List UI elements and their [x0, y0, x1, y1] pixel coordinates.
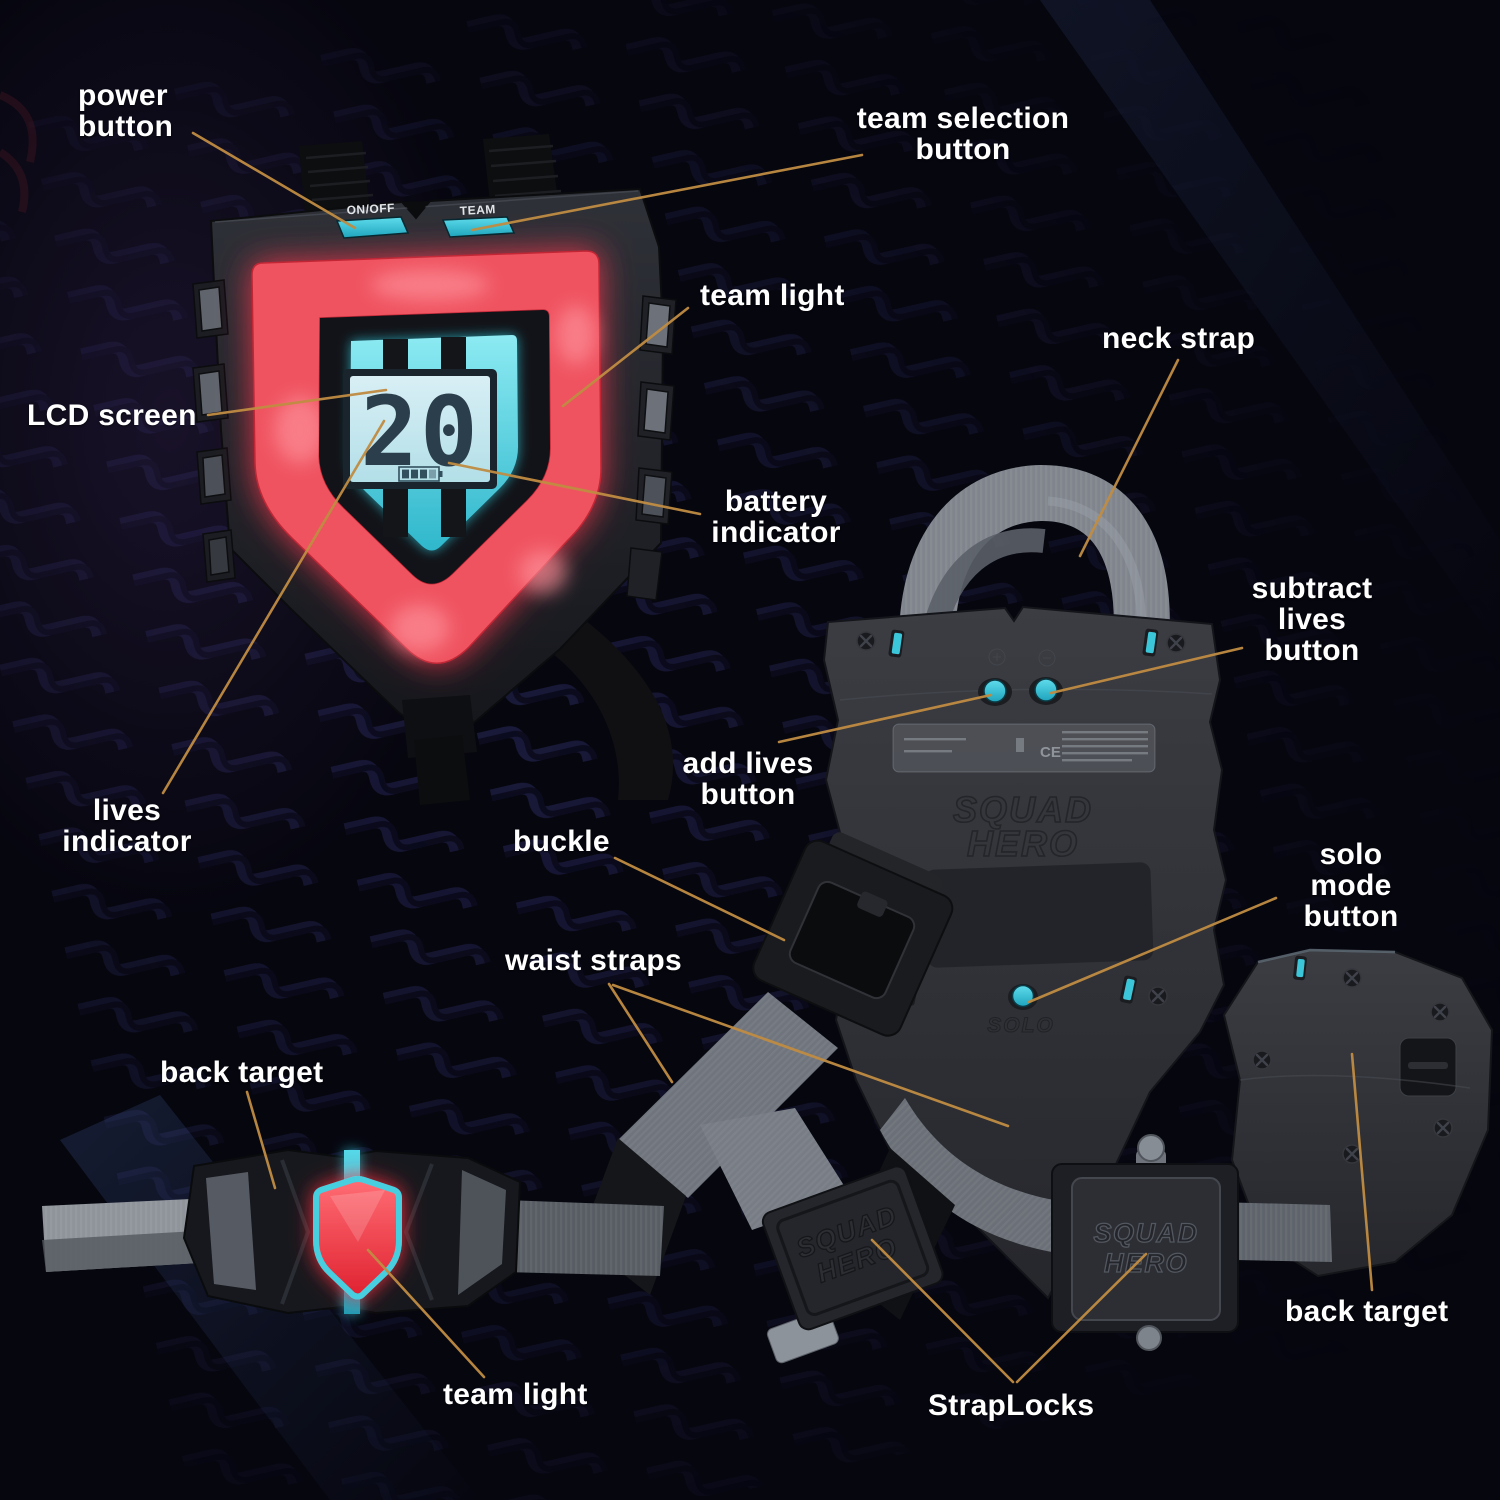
svg-text:HERO: HERO: [1104, 1248, 1188, 1278]
callout-team-light-bottom: team light: [443, 1378, 588, 1411]
callout-power-button: power button: [78, 79, 174, 144]
straplock-right: SQUAD HERO: [1051, 1134, 1239, 1351]
screw-icon: [1147, 985, 1169, 1007]
blue-streak-right: [1040, 0, 1500, 650]
callout-team-selection-button: team selection button: [856, 102, 1070, 167]
callout-battery-indicator: battery indicator: [711, 485, 841, 550]
back-unit-brand-emboss: SQUAD HERO: [952, 788, 1093, 865]
callout-lives-indicator: lives indicator: [62, 794, 192, 859]
callout-straplocks: StrapLocks: [928, 1389, 1095, 1422]
strap-slot: [1399, 1037, 1457, 1097]
callout-solo-mode-button: solo mode button: [1303, 838, 1399, 934]
on-off-label: ON/OFF: [346, 201, 395, 218]
callout-lcd-screen: LCD screen: [27, 399, 197, 432]
callout-back-target-right: back target: [1285, 1295, 1449, 1328]
battery-door-panel: [924, 862, 1154, 968]
svg-text:SQUAD: SQUAD: [1093, 1218, 1198, 1248]
callout-back-target-left: back target: [160, 1056, 324, 1089]
glow-hotspots: [274, 269, 596, 652]
lives-count: 20: [360, 376, 480, 488]
lcd-screen-device: 20: [343, 369, 497, 489]
svg-text:HERO: HERO: [967, 823, 1079, 864]
top-notch: [402, 201, 430, 218]
team-light-back: [313, 1176, 402, 1300]
screw-icon: [855, 630, 877, 652]
screw-icon: [1165, 632, 1187, 654]
chest-unit: 20 ON/OFF TEAM: [192, 134, 677, 805]
solo-mode-button: [1008, 984, 1038, 1010]
solo-label-emboss: SOLO: [987, 1014, 1055, 1037]
ce-mark: CE: [1040, 744, 1061, 761]
subtract-lives-button: [1029, 677, 1063, 705]
team-label: TEAM: [459, 202, 496, 218]
callout-add-lives-button: add lives button: [682, 747, 814, 812]
team-button-device: [441, 216, 516, 238]
callout-team-light-top: team light: [700, 279, 845, 312]
back-unit: CE SQUAD HERO SOLO: [822, 464, 1228, 1300]
bottom-strap: [414, 735, 470, 805]
leader-lines: [161, 131, 1374, 1384]
callout-neck-strap: neck strap: [1102, 322, 1256, 355]
side-fins: [192, 279, 677, 601]
power-button-device: [335, 216, 410, 239]
add-lives-button: [978, 678, 1012, 706]
regulatory-label: CE: [892, 723, 1156, 773]
callout-waist-straps: waist straps: [505, 944, 683, 977]
straplock-left: SQUAD HERO: [761, 1165, 944, 1364]
svg-text:SQUAD: SQUAD: [953, 789, 1093, 830]
chest-strap-bottom-right: [545, 620, 674, 800]
callout-buckle: buckle: [513, 825, 610, 858]
buckle-device: [752, 832, 954, 1037]
callout-subtract-lives-button: subtract lives button: [1251, 572, 1373, 668]
back-target-left-device: [42, 1148, 664, 1315]
battery-indicator-icon: [398, 466, 443, 482]
plus-minus-emboss: [988, 648, 1056, 667]
red-accent-strokes: [0, 91, 37, 213]
